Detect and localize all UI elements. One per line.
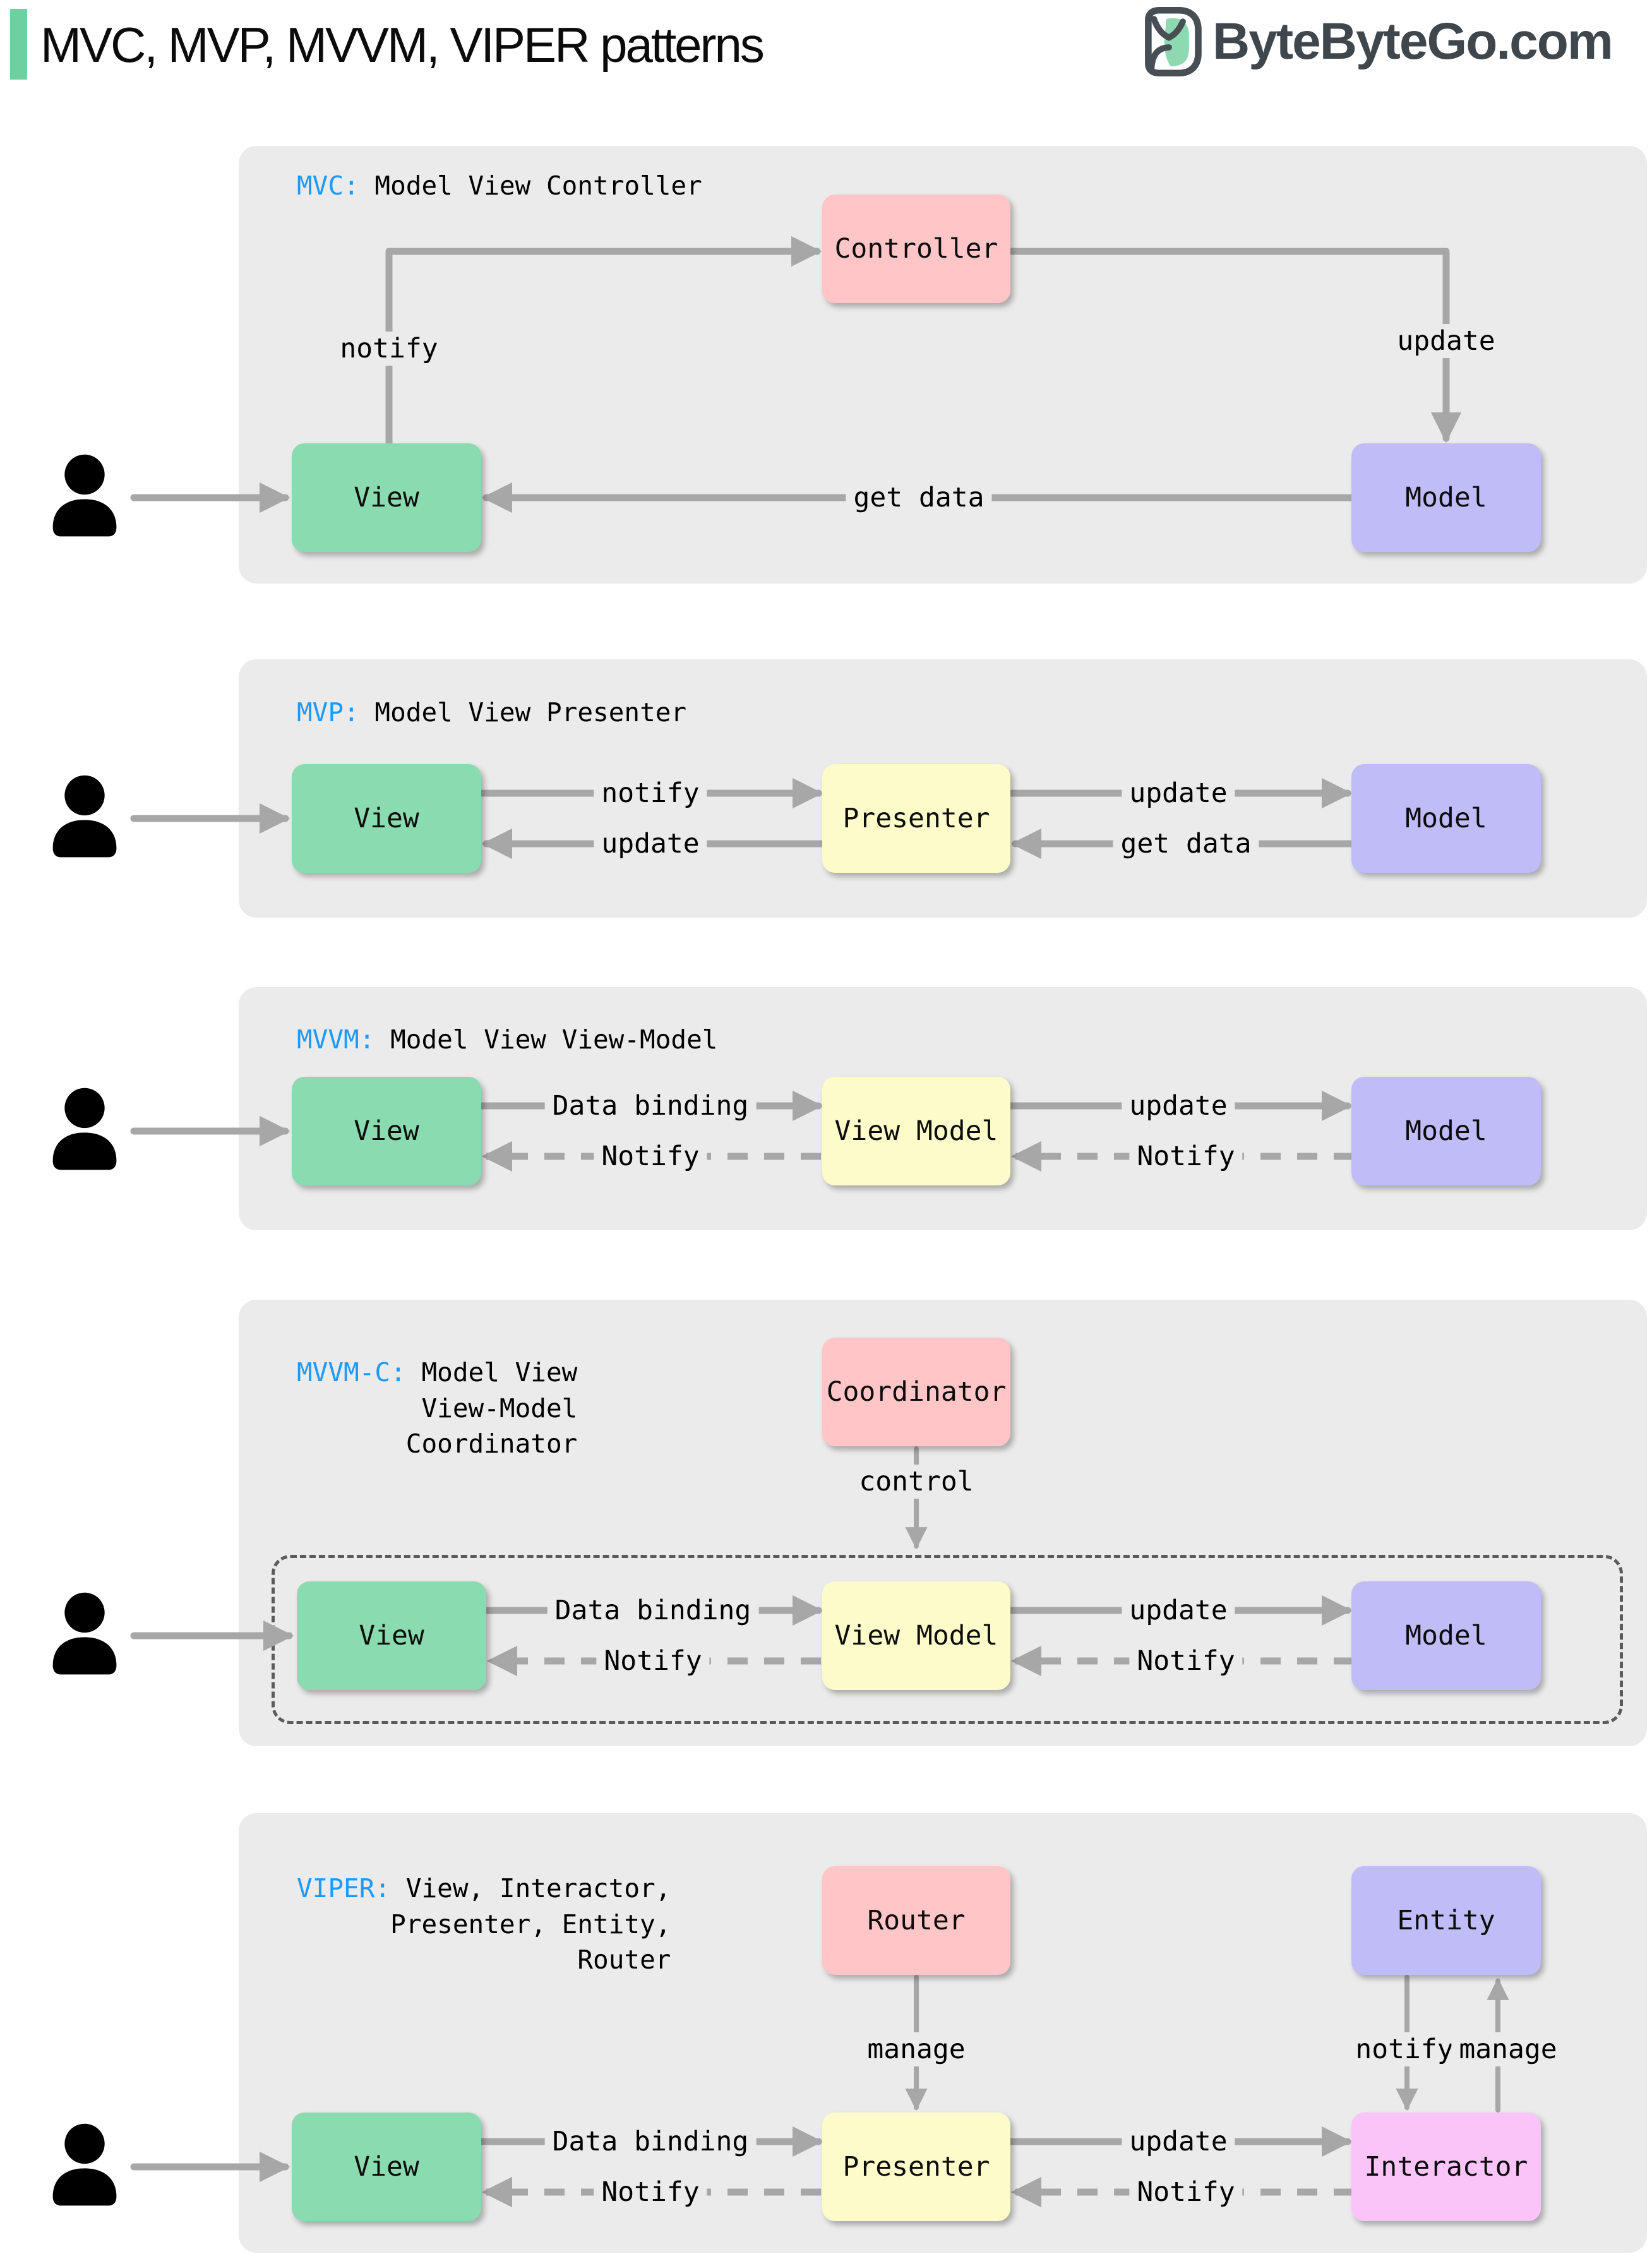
arrow-label-viper-notify: Notify	[1129, 2175, 1243, 2209]
user-icon	[39, 2120, 130, 2214]
node-mvp-presenter: Presenter	[822, 764, 1010, 873]
section-label-line: MVVM-C: Model View	[297, 1357, 578, 1388]
user-icon	[39, 772, 130, 865]
arrow-label-mvvm-notify: Notify	[594, 1139, 707, 1173]
arrow-label-mvvm-c-notify: Notify	[596, 1644, 710, 1678]
arrow-label-viper-notify: notify	[1348, 2032, 1461, 2066]
arrow-label-viper-update: update	[1122, 2125, 1235, 2159]
arrow-label-viper-notify: Notify	[594, 2175, 707, 2209]
arrow-label-mvvm-c-notify: Notify	[1129, 1644, 1243, 1678]
node-mvvm-c-view-model: View Model	[822, 1581, 1010, 1690]
arrow-label-mvc-notify: notify	[332, 332, 446, 366]
bytebytego-logo-icon	[1145, 6, 1202, 77]
arrow-label-viper-manage: manage	[859, 2032, 973, 2066]
node-mvc-controller: Controller	[822, 195, 1010, 303]
node-mvc-view: View	[292, 443, 481, 552]
node-mvvm-model: Model	[1351, 1077, 1541, 1185]
node-mvvm-c-view: View	[297, 1581, 486, 1690]
person-silhouette	[52, 2123, 117, 2206]
arrow-label-viper-manage: manage	[1451, 2032, 1565, 2066]
pattern-tag: MVC:	[297, 171, 359, 201]
arrow-label-mvvm-data-binding: Data binding	[544, 1089, 757, 1123]
section-label-line: MVP: Model View Presenter	[297, 697, 687, 728]
person-silhouette	[52, 1592, 117, 1675]
node-mvvm-view: View	[292, 1077, 481, 1185]
arrow-label-mvp-update: update	[594, 827, 707, 861]
section-label-line: MVC: Model View Controller	[297, 171, 702, 201]
arrow-mvc-view-to-controller	[385, 236, 822, 448]
arrow-label-mvvm-notify: Notify	[1129, 1139, 1243, 1173]
person-silhouette	[52, 454, 117, 537]
arrow-label-mvc-update: update	[1389, 324, 1503, 358]
pattern-tag: MVVM:	[297, 1024, 375, 1055]
node-viper-router: Router	[822, 1866, 1010, 1975]
section-label-line: VIPER: View, Interactor,	[297, 1873, 671, 1903]
node-viper-entity: Entity	[1351, 1866, 1541, 1975]
pattern-tag: VIPER:	[297, 1873, 391, 1903]
node-viper-interactor: Interactor	[1351, 2113, 1541, 2221]
user-icon	[39, 451, 130, 544]
section-label-viper: VIPER: View, Interactor, Presenter, Entit…	[297, 1871, 671, 1978]
node-mvvm-c-coordinator: Coordinator	[822, 1338, 1010, 1446]
node-mvp-model: Model	[1351, 764, 1541, 873]
section-label-mvc: MVC: Model View Controller	[297, 168, 702, 204]
section-label-mvvm: MVVM: Model View View-Model	[297, 1022, 717, 1058]
arrow-label-mvp-update: update	[1122, 776, 1235, 810]
node-mvvm-view-model: View Model	[822, 1077, 1010, 1185]
arrow-label-mvc-get-data: get data	[846, 481, 992, 515]
pattern-tag: MVVM-C:	[297, 1357, 406, 1388]
section-label-line: View-Model	[421, 1393, 578, 1424]
title-accent-bar	[10, 9, 27, 80]
section-label-line: Router	[577, 1945, 671, 1975]
brand-name: ByteByteGo.com	[1212, 13, 1613, 70]
node-mvp-view: View	[292, 764, 481, 873]
section-label-line: Presenter, Entity,	[390, 1909, 671, 1939]
section-label-line: MVVM: Model View View-Model	[297, 1024, 718, 1055]
page-title: MVC, MVP, MVVM, VIPER patterns	[40, 17, 765, 73]
arrow-mvc-controller-to-model	[1005, 248, 1462, 443]
user-icon	[39, 1084, 130, 1178]
arrow-label-mvvm-c-update: update	[1122, 1593, 1235, 1628]
arrow-label-mvp-get-data: get data	[1113, 827, 1259, 861]
section-label-mvp: MVP: Model View Presenter	[297, 695, 686, 731]
person-silhouette	[52, 1088, 117, 1170]
arrow-label-mvvm-update: update	[1122, 1089, 1235, 1123]
node-mvc-model: Model	[1351, 443, 1541, 552]
arrow-label-viper-data-binding: Data binding	[544, 2125, 757, 2159]
arrow-label-mvvm-c-data-binding: Data binding	[547, 1593, 759, 1628]
node-viper-presenter: Presenter	[822, 2113, 1010, 2221]
arrow-label-mvvm-c-control: control	[851, 1465, 981, 1499]
section-label-line: Coordinator	[405, 1429, 578, 1460]
node-mvvm-c-model: Model	[1351, 1581, 1541, 1690]
pattern-tag: MVP:	[297, 697, 359, 728]
node-viper-view: View	[292, 2113, 481, 2221]
person-silhouette	[52, 775, 117, 858]
user-icon	[39, 1589, 130, 1682]
arrow-label-mvp-notify: notify	[594, 776, 707, 810]
brand-logo: ByteByteGo.com	[1135, 5, 1613, 78]
